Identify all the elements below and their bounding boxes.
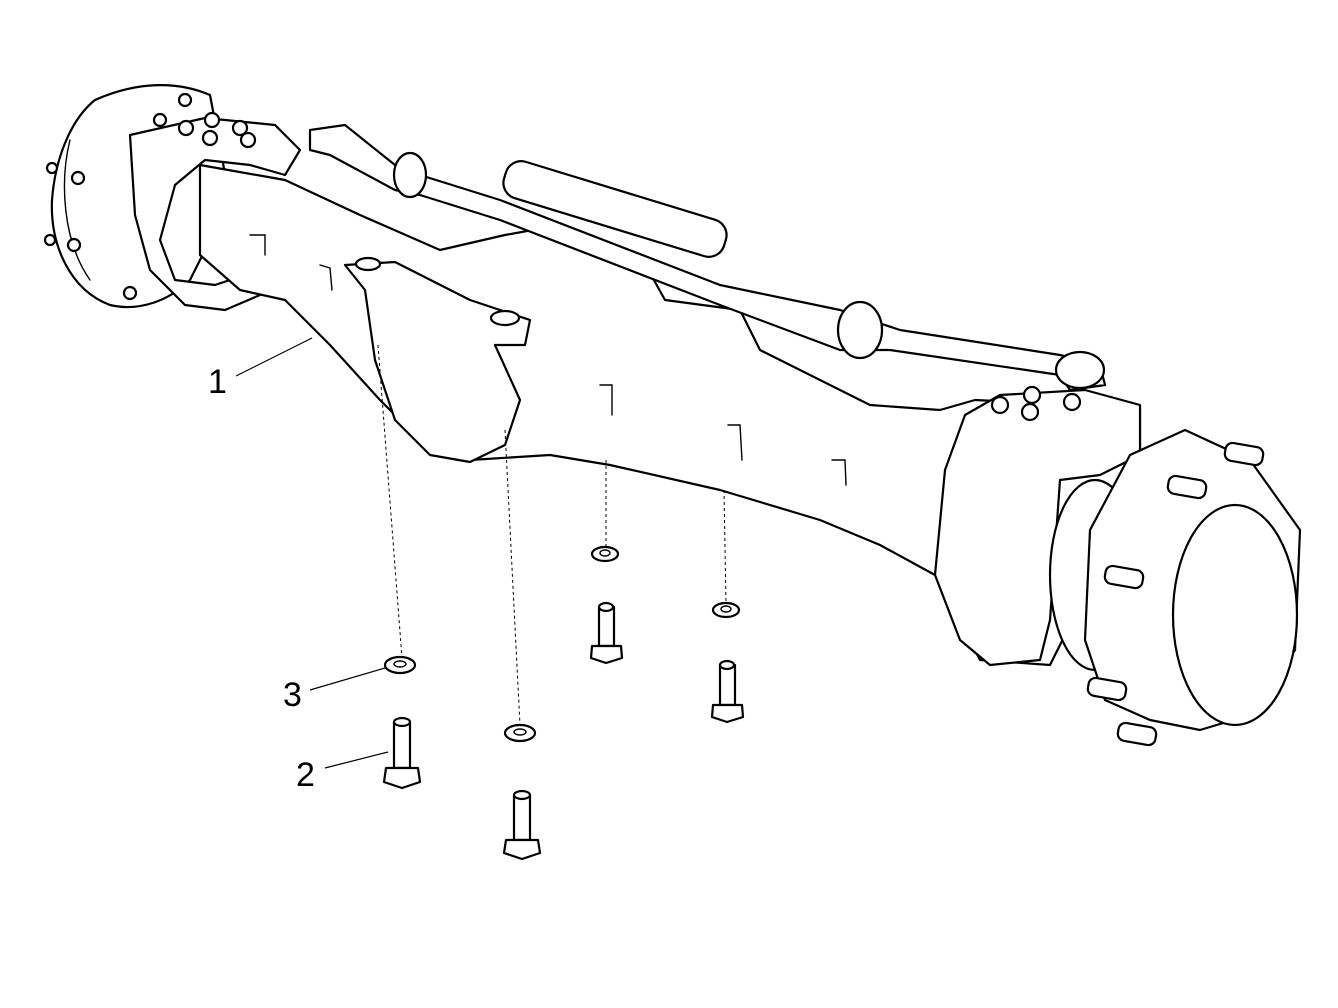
left-steering-knuckle bbox=[128, 111, 302, 312]
right-wheel-hub bbox=[933, 385, 1302, 747]
washer-icon bbox=[711, 601, 741, 619]
bolt-icon bbox=[710, 659, 745, 724]
steering-cylinder bbox=[308, 123, 1107, 392]
callout-3-leader bbox=[309, 667, 386, 691]
washer-icon bbox=[503, 723, 537, 743]
assembly-lines bbox=[377, 344, 727, 726]
callout-1-leader bbox=[235, 337, 313, 377]
bolt-icon bbox=[382, 716, 422, 790]
bolt-icon bbox=[589, 601, 624, 665]
callout-2: 2 bbox=[296, 756, 315, 794]
callout-1: 1 bbox=[208, 363, 227, 401]
axle-support-bracket bbox=[343, 256, 532, 464]
callout-2-leader bbox=[324, 751, 389, 769]
bolts bbox=[382, 601, 745, 861]
washer-icon bbox=[590, 545, 620, 563]
washers bbox=[383, 545, 741, 743]
callout-3: 3 bbox=[283, 676, 302, 714]
washer-icon bbox=[383, 655, 417, 675]
bolt-icon bbox=[502, 789, 542, 861]
